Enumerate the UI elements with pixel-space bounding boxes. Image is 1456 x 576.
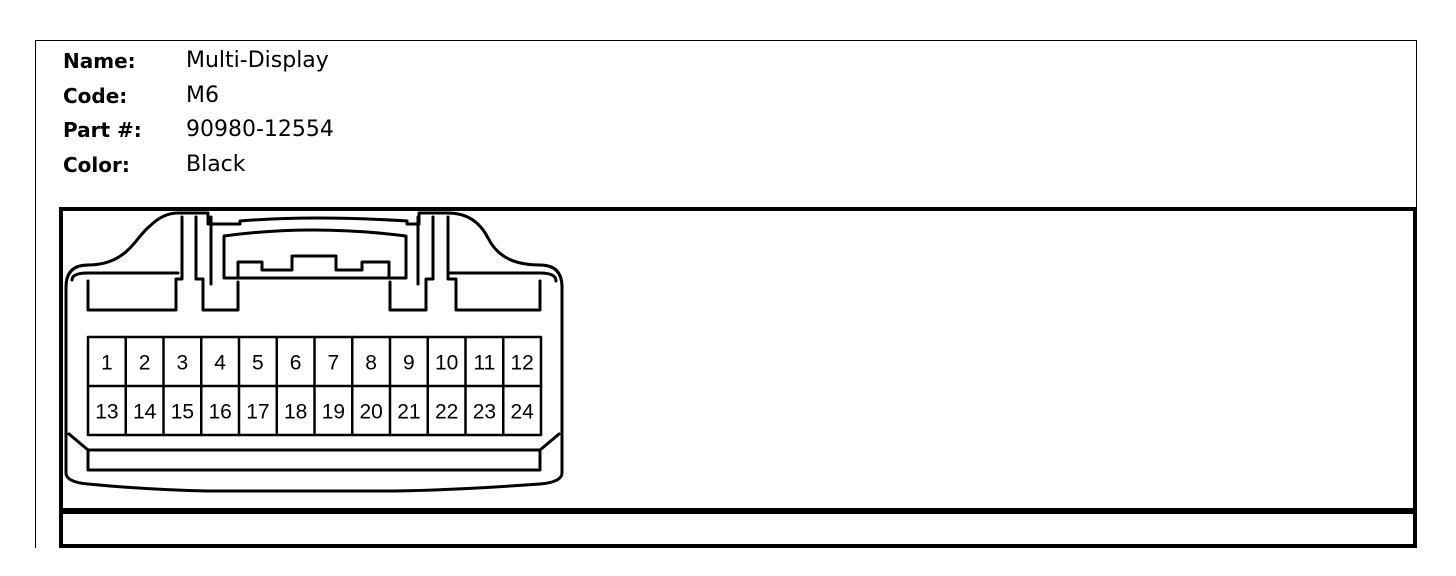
code-label: Code:	[63, 83, 128, 108]
right-latch-post-inner	[388, 215, 435, 312]
pin-number-1: 1	[101, 352, 113, 375]
name-label: Name:	[63, 49, 136, 73]
pin-number-20: 20	[359, 401, 382, 424]
housing-inner-wall-right	[446, 271, 558, 283]
pin-number-24: 24	[510, 401, 534, 424]
pin-number-13: 13	[95, 401, 118, 424]
right-latch-post	[446, 215, 542, 312]
part-value: 90980-12554	[186, 117, 334, 142]
left-latch-post-inner	[194, 215, 240, 312]
housing-bottom-lip	[67, 432, 561, 452]
left-latch-post	[86, 215, 184, 312]
color-label: Color:	[63, 152, 130, 177]
part-label: Part #:	[63, 118, 142, 142]
pin-number-2: 2	[139, 352, 151, 375]
pin-number-18: 18	[284, 401, 307, 424]
color-value: Black	[186, 151, 246, 177]
pin-number-21: 21	[397, 401, 420, 424]
pin-number-4: 4	[214, 352, 226, 375]
pin-number-15: 15	[171, 401, 194, 424]
pin-number-17: 17	[246, 401, 269, 424]
pin-number-6: 6	[290, 352, 302, 375]
center-lock-keys	[236, 254, 391, 280]
pin-number-10: 10	[435, 352, 458, 375]
code-value: M6	[186, 82, 219, 108]
pin-number-3: 3	[177, 352, 189, 375]
housing-bottom-lip-inner	[86, 448, 542, 472]
pin-number-7: 7	[328, 352, 340, 375]
pin-number-22: 22	[435, 401, 458, 424]
pin-number-12: 12	[510, 352, 533, 375]
pin-number-11: 11	[473, 352, 495, 375]
pin-number-5: 5	[252, 352, 264, 375]
pin-number-9: 9	[403, 352, 415, 375]
pin-number-23: 23	[473, 401, 496, 424]
center-lock-frame	[222, 228, 408, 280]
name-value: Multi-Display	[186, 48, 329, 73]
pin-number-19: 19	[322, 401, 345, 424]
connector-notes-box	[59, 510, 1417, 548]
pin-number-16: 16	[208, 401, 231, 424]
pin-number-14: 14	[133, 401, 157, 424]
housing-outline	[64, 211, 564, 493]
housing-inner-wall	[70, 271, 180, 282]
pin-number-8: 8	[365, 352, 377, 375]
